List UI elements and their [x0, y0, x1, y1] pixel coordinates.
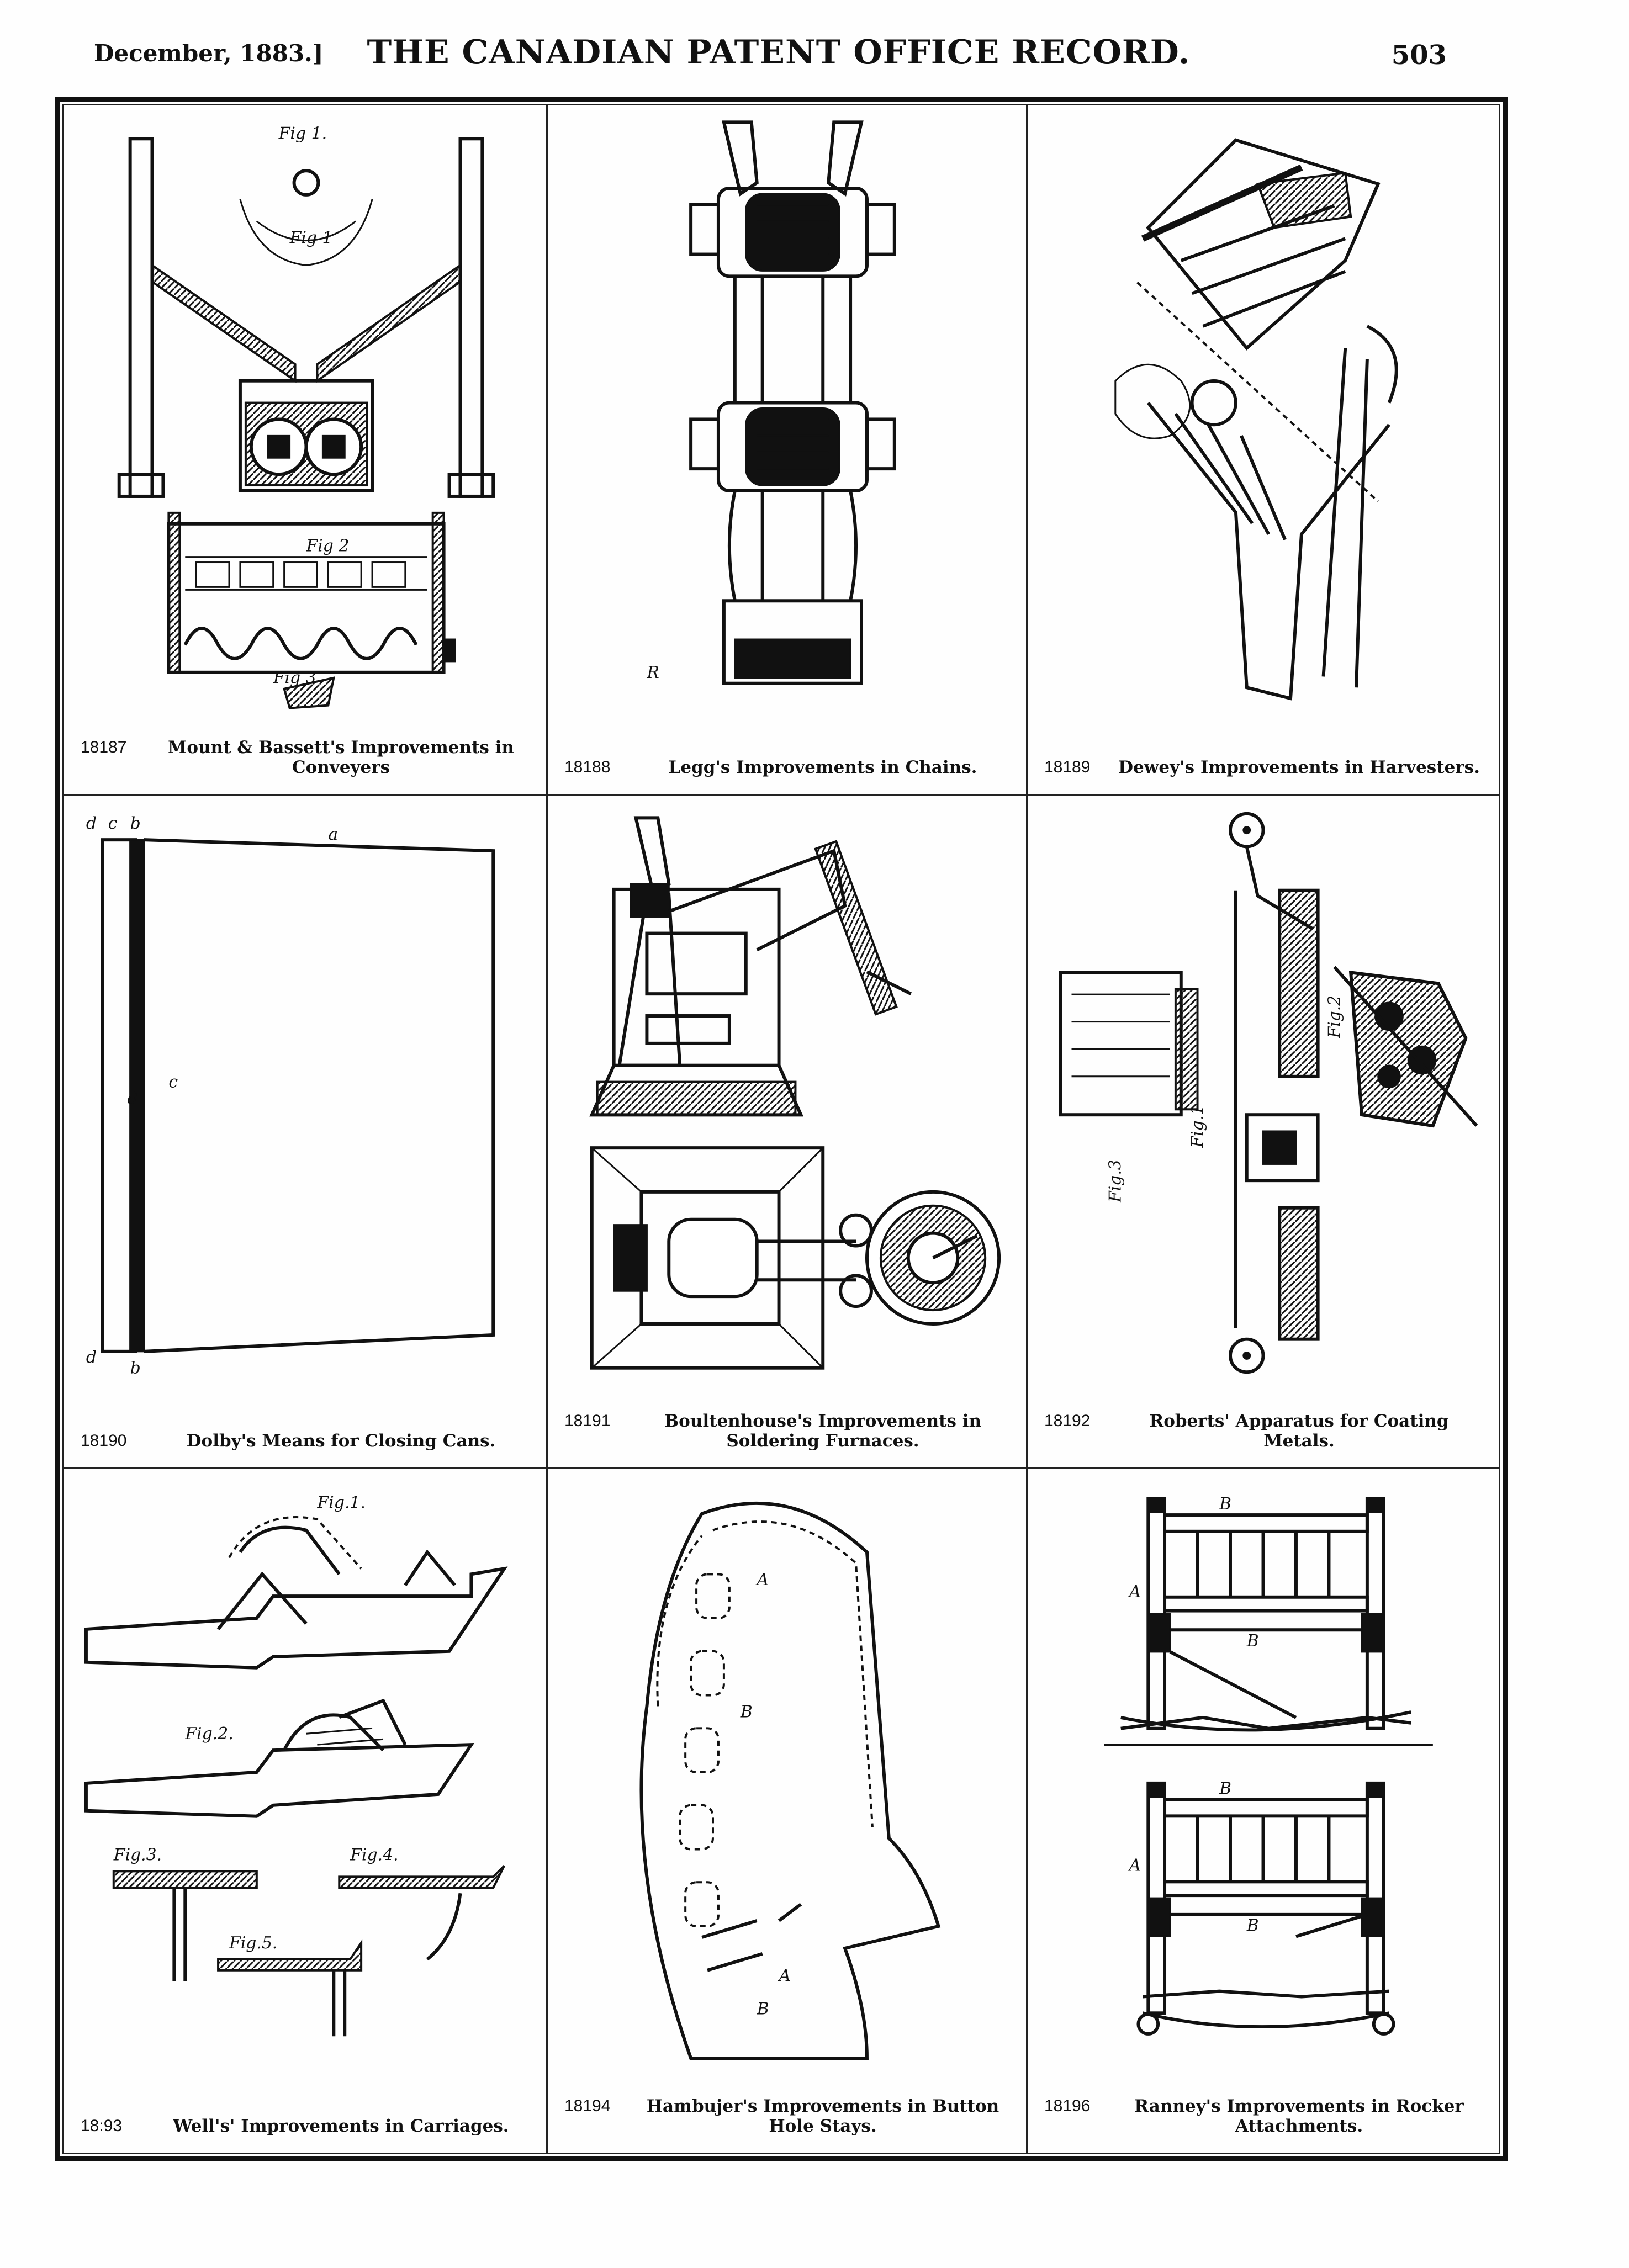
- entry-number: 18192: [1044, 1412, 1091, 1430]
- svg-text:B: B: [1219, 1779, 1231, 1799]
- carriage-drawing: Fig.1. Fig.2. Fig.3. Fig.4. Fig.5.: [75, 1480, 535, 2070]
- entry-title: Boultenhouse's Improvements in Soldering…: [664, 1411, 982, 1451]
- svg-text:A: A: [1128, 1582, 1141, 1602]
- entry-number: 18194: [564, 2097, 611, 2115]
- entry-caption-18194: 18194 Hambujer's Improvements in Button …: [564, 2096, 1009, 2136]
- entry-caption-18193: 18:93 Well's' Improvements in Carriages.: [81, 2116, 530, 2136]
- svg-text:A: A: [755, 1570, 769, 1589]
- svg-text:B: B: [740, 1702, 753, 1721]
- entry-caption-18188: 18188 Legg's Improvements in Chains.: [564, 757, 1009, 777]
- entry-caption-18192: 18192 Roberts' Apparatus for Coating Met…: [1044, 1411, 1482, 1451]
- entry-caption-18187: 18187 Mount & Bassett's Improvements in …: [81, 738, 530, 777]
- carriage-fig4-label: Fig.4.: [350, 1845, 398, 1864]
- conveyer-drawing: Fig 1. Fig 1 Fig 2: [75, 116, 535, 711]
- furnace-drawing: [559, 807, 1015, 1385]
- coating-fig2-label: Fig.2: [1325, 995, 1344, 1039]
- svg-text:b: b: [130, 1359, 141, 1378]
- carriage-fig1-label: Fig.1.: [316, 1493, 365, 1513]
- entry-title: Dolby's Means for Closing Cans.: [186, 1431, 496, 1451]
- entry-number: 18187: [81, 738, 127, 756]
- conveyer-fig1b-label: Fig 1: [289, 229, 333, 248]
- entry-cell-18196: B A B B A B 18196 Ranney's Improvements …: [1028, 1469, 1499, 2153]
- coating-apparatus-drawing: Fig.1 Fig.2 Fig.3: [1039, 807, 1488, 1385]
- entry-number: 18191: [564, 1412, 611, 1430]
- svg-text:R: R: [646, 663, 659, 682]
- svg-text:A: A: [1128, 1856, 1141, 1875]
- entry-caption-18196: 18196 Ranney's Improvements in Rocker At…: [1044, 2096, 1482, 2136]
- entry-title: Hambujer's Improvements in Button Hole S…: [646, 2096, 999, 2136]
- entry-cell-18191: 18191 Boultenhouse's Improvements in Sol…: [548, 796, 1028, 1469]
- chain-drawing: R: [559, 116, 1015, 711]
- entry-title: Dewey's Improvements in Harvesters.: [1118, 757, 1480, 777]
- entry-title: Ranney's Improvements in Rocker Attachme…: [1134, 2096, 1464, 2136]
- button-hole-stay-drawing: A B A B: [559, 1480, 1015, 2070]
- entry-title: Roberts' Apparatus for Coating Metals.: [1149, 1411, 1449, 1451]
- conveyer-fig2-label: Fig 2: [305, 537, 349, 556]
- entry-cell-18187: Fig 1. Fig 1 Fig 2: [64, 105, 548, 796]
- svg-text:b: b: [130, 814, 141, 833]
- entry-cell-18190: d c b a d c d b 18190 Dolby's Means for …: [64, 796, 548, 1469]
- entry-caption-18190: 18190 Dolby's Means for Closing Cans.: [81, 1431, 530, 1451]
- entry-caption-18189: 18189 Dewey's Improvements in Harvesters…: [1044, 757, 1482, 777]
- harvester-drawing: [1039, 116, 1488, 711]
- coating-fig1-label: Fig.1: [1188, 1105, 1207, 1148]
- page-number: 503: [1391, 40, 1447, 71]
- entry-number: 18196: [1044, 2097, 1091, 2115]
- entry-title: Legg's Improvements in Chains.: [668, 757, 977, 777]
- entry-number: 18190: [81, 1432, 127, 1450]
- header-date: December, 1883.]: [94, 40, 324, 67]
- entry-caption-18191: 18191 Boultenhouse's Improvements in Sol…: [564, 1411, 1009, 1451]
- svg-text:d: d: [86, 1348, 97, 1367]
- entry-title: Mount & Bassett's Improvements in Convey…: [168, 738, 514, 777]
- entry-cell-18194: A B A B 18194 Hambujer's Improvements in…: [548, 1469, 1028, 2153]
- svg-text:B: B: [1219, 1495, 1231, 1514]
- entry-title: Well's' Improvements in Carriages.: [173, 2116, 509, 2136]
- carriage-fig3-label: Fig.3.: [113, 1845, 162, 1864]
- entry-cell-18192: Fig.1 Fig.2 Fig.3 18192 Roberts' Apparat…: [1028, 796, 1499, 1469]
- entry-cell-18193: Fig.1. Fig.2. Fig.3. Fig.4. Fig.5. 18:93…: [64, 1469, 548, 2153]
- svg-text:B: B: [757, 1999, 769, 2018]
- svg-text:c: c: [108, 814, 118, 833]
- entry-cell-18189: 18189 Dewey's Improvements in Harvesters…: [1028, 105, 1499, 796]
- conveyer-fig3-label: Fig 3: [273, 669, 316, 688]
- entry-number: 18189: [1044, 758, 1091, 776]
- plate-grid: Fig 1. Fig 1 Fig 2: [62, 104, 1500, 2154]
- coating-fig3-label: Fig.3: [1106, 1159, 1125, 1203]
- header-title: THE CANADIAN PATENT OFFICE RECORD.: [367, 33, 1191, 72]
- entry-cell-18188: R 18188 Legg's Improvements in Chains.: [548, 105, 1028, 796]
- carriage-fig5-label: Fig.5.: [229, 1933, 277, 1953]
- page-header: December, 1883.] THE CANADIAN PATENT OFF…: [94, 33, 1463, 77]
- plate-frame: Fig 1. Fig 1 Fig 2: [55, 97, 1508, 2161]
- rocker-attachment-drawing: B A B B A B: [1039, 1480, 1488, 2070]
- svg-text:a: a: [328, 825, 338, 844]
- svg-text:A: A: [778, 1967, 791, 1986]
- entry-number: 18:93: [81, 2117, 123, 2135]
- svg-text:c: c: [168, 1073, 178, 1092]
- svg-text:d: d: [128, 1089, 138, 1108]
- can-closer-drawing: d c b a d c d b: [75, 807, 535, 1385]
- svg-text:d: d: [86, 814, 97, 833]
- carriage-fig2-label: Fig.2.: [184, 1724, 233, 1744]
- svg-text:B: B: [1246, 1916, 1259, 1936]
- svg-text:B: B: [1246, 1631, 1259, 1651]
- entry-number: 18188: [564, 758, 611, 776]
- conveyer-fig1-label: Fig 1.: [278, 124, 327, 143]
